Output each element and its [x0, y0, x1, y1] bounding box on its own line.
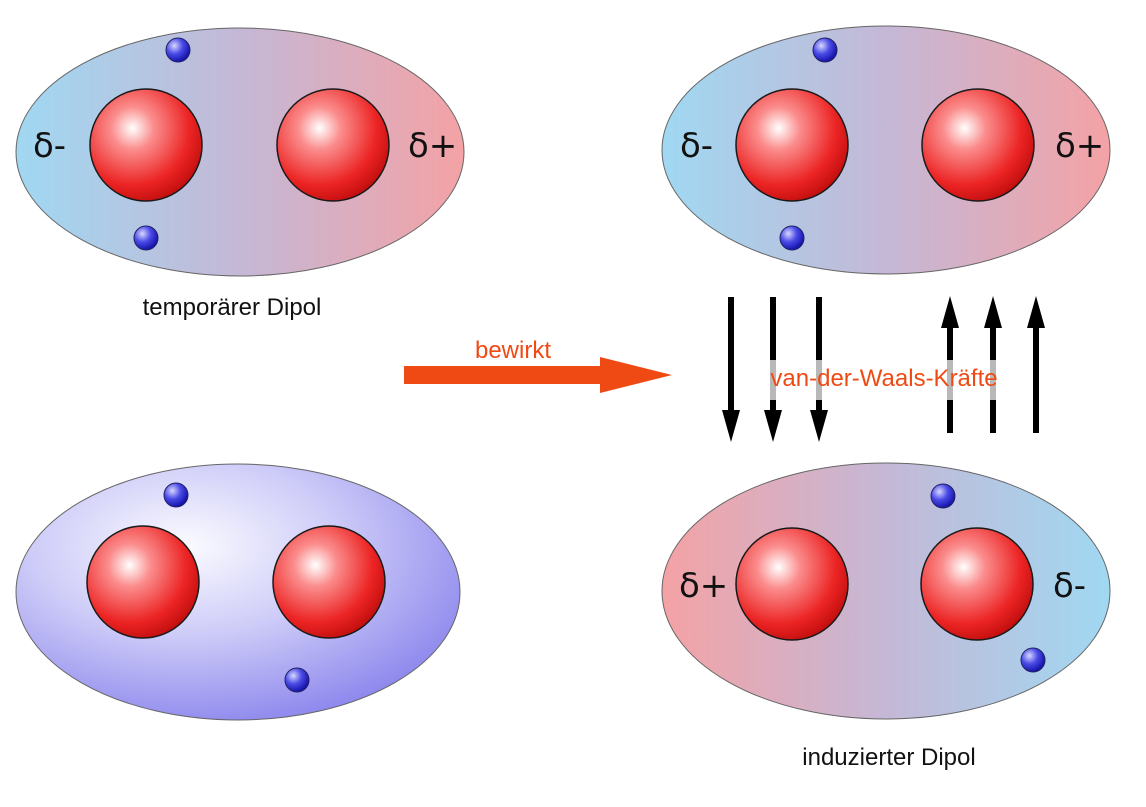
electron-top: [930, 483, 956, 509]
induced-dipole-caption: induzierter Dipol: [802, 744, 975, 771]
electron-top: [165, 37, 191, 63]
electron-top: [163, 482, 189, 508]
electron-bottom: [284, 667, 310, 693]
charge-label-left: δ+: [679, 566, 728, 606]
charge-label-right: δ-: [1053, 566, 1086, 606]
nucleus-right: [921, 88, 1035, 202]
temporary-dipole-cloud: [15, 27, 465, 277]
electron-bottom: [779, 225, 805, 251]
induced-dipole-cloud: [661, 462, 1111, 720]
nucleus-right: [276, 88, 390, 202]
nucleus-left: [86, 525, 200, 639]
down-arrow: [722, 297, 740, 442]
nucleus-right: [272, 525, 386, 639]
charge-label-left: δ-: [33, 126, 66, 166]
charge-label-left: δ-: [680, 126, 713, 166]
force-label-backdrop: [738, 360, 1030, 400]
temporary-dipole-caption: temporärer Dipol: [143, 294, 322, 321]
nucleus-left: [89, 88, 203, 202]
charge-label-right: δ+: [408, 126, 457, 166]
neutral-cloud: [15, 463, 461, 721]
partner-dipole-cloud: [661, 25, 1111, 275]
nucleus-left: [735, 527, 849, 641]
charge-label-right: δ+: [1055, 126, 1104, 166]
induced-dipole-molecule: δ+ δ-: [661, 462, 1111, 720]
force-arrows: van-der-Waals-Kräfte: [722, 296, 1045, 442]
down-arrow: [810, 297, 828, 442]
partner-dipole-molecule: δ- δ+: [661, 25, 1111, 275]
down-arrow: [764, 297, 782, 442]
nucleus-left: [735, 88, 849, 202]
electron-bottom: [133, 225, 159, 251]
electron-bottom: [1020, 647, 1046, 673]
nucleus-right: [920, 527, 1034, 641]
causes-arrow-shape: [404, 357, 672, 393]
causes-arrow: bewirkt: [404, 337, 672, 393]
causes-label: bewirkt: [475, 337, 551, 364]
up-arrow: [1027, 296, 1045, 433]
electron-top: [812, 37, 838, 63]
forces-label: van-der-Waals-Kräfte: [770, 365, 997, 392]
neutral-molecule: [15, 463, 461, 721]
temporary-dipole-molecule: δ- δ+: [15, 27, 465, 277]
